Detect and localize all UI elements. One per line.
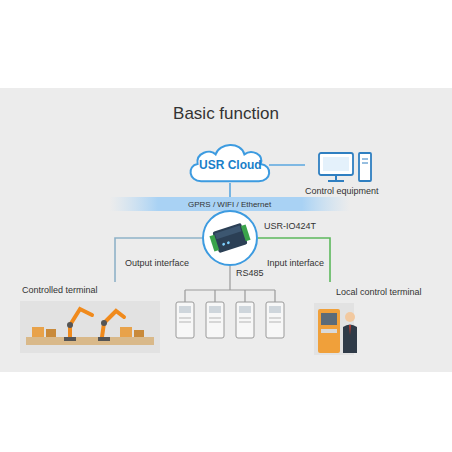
rs485-device (266, 302, 284, 338)
grey-panel (0, 88, 452, 372)
computer-icon (315, 150, 375, 184)
controlled-terminal-node: Controlled terminal (20, 282, 160, 357)
computer-node: Control equipment (305, 150, 385, 196)
network-band-node: GPRS / WIFI / Ethernet (110, 197, 350, 211)
interface-label: Input interface (266, 258, 325, 269)
node-label: USR Cloud (199, 158, 262, 173)
bus-label: RS485 (236, 268, 264, 279)
node-label: Local control terminal (336, 286, 422, 298)
factory-illustration (20, 297, 160, 357)
connector-line (229, 183, 231, 197)
rs485-device (206, 302, 224, 338)
device-circle (202, 210, 258, 266)
cloud-node: USR Cloud (185, 141, 275, 185)
connector-line (269, 164, 305, 166)
local-terminal-illustration (312, 299, 372, 357)
diagram-title: Basic function (0, 104, 452, 124)
device-node: USR-IO424T (202, 210, 258, 266)
rs485-device (176, 302, 194, 338)
node-label: GPRS / WIFI / Ethernet (188, 199, 271, 210)
local-terminal-node: Local control terminal (312, 282, 442, 357)
rs485-device (236, 302, 254, 338)
node-label: USR-IO424T (264, 220, 316, 232)
rs485-devices (176, 302, 284, 338)
interface-label: Output interface (124, 258, 190, 269)
node-label: Controlled terminal (22, 284, 98, 296)
node-label: Control equipment (305, 185, 379, 197)
connector-line (115, 238, 202, 282)
connector-line (258, 238, 330, 282)
rs485-bus (185, 266, 275, 302)
